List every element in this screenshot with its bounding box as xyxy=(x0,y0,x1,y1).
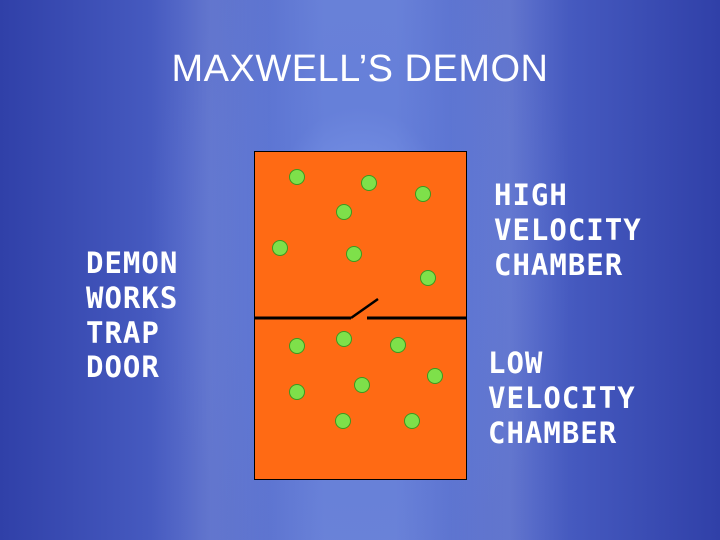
label-line: VELOCITY xyxy=(488,380,636,415)
label-line: VELOCITY xyxy=(494,212,642,247)
high-velocity-chamber-label: HIGH VELOCITY CHAMBER xyxy=(494,178,642,282)
gas-molecule xyxy=(289,338,305,354)
gas-molecule xyxy=(336,331,352,347)
gas-molecule xyxy=(289,169,305,185)
background-streak xyxy=(450,0,570,540)
background-streak xyxy=(150,0,270,540)
gas-molecule xyxy=(404,413,420,429)
trap-door xyxy=(350,297,379,320)
gas-molecule xyxy=(427,368,443,384)
low-velocity-chamber-label: LOW VELOCITY CHAMBER xyxy=(488,346,636,450)
demon-trap-door-label: DEMON WORKS TRAP DOOR xyxy=(86,246,178,385)
gas-molecule xyxy=(289,384,305,400)
gas-molecule xyxy=(415,186,431,202)
gas-molecule xyxy=(390,337,406,353)
chamber-divider xyxy=(254,297,467,320)
gas-molecule xyxy=(346,246,362,262)
label-line: CHAMBER xyxy=(488,415,618,450)
gas-molecule xyxy=(272,240,288,256)
gas-molecule xyxy=(335,413,351,429)
gas-molecule xyxy=(420,270,436,286)
gas-container xyxy=(254,151,467,480)
slide-title: MAXWELL’S DEMON xyxy=(171,48,549,90)
gas-molecule xyxy=(354,377,370,393)
label-line: WORKS xyxy=(86,280,179,315)
label-line: DOOR xyxy=(86,350,160,385)
label-line: TRAP xyxy=(86,315,160,350)
gas-molecule xyxy=(361,175,377,191)
label-line: LOW xyxy=(488,346,544,380)
label-line: DEMON xyxy=(86,246,179,280)
label-line: CHAMBER xyxy=(494,247,624,282)
label-line: HIGH xyxy=(494,178,568,212)
gas-molecule xyxy=(336,204,352,220)
